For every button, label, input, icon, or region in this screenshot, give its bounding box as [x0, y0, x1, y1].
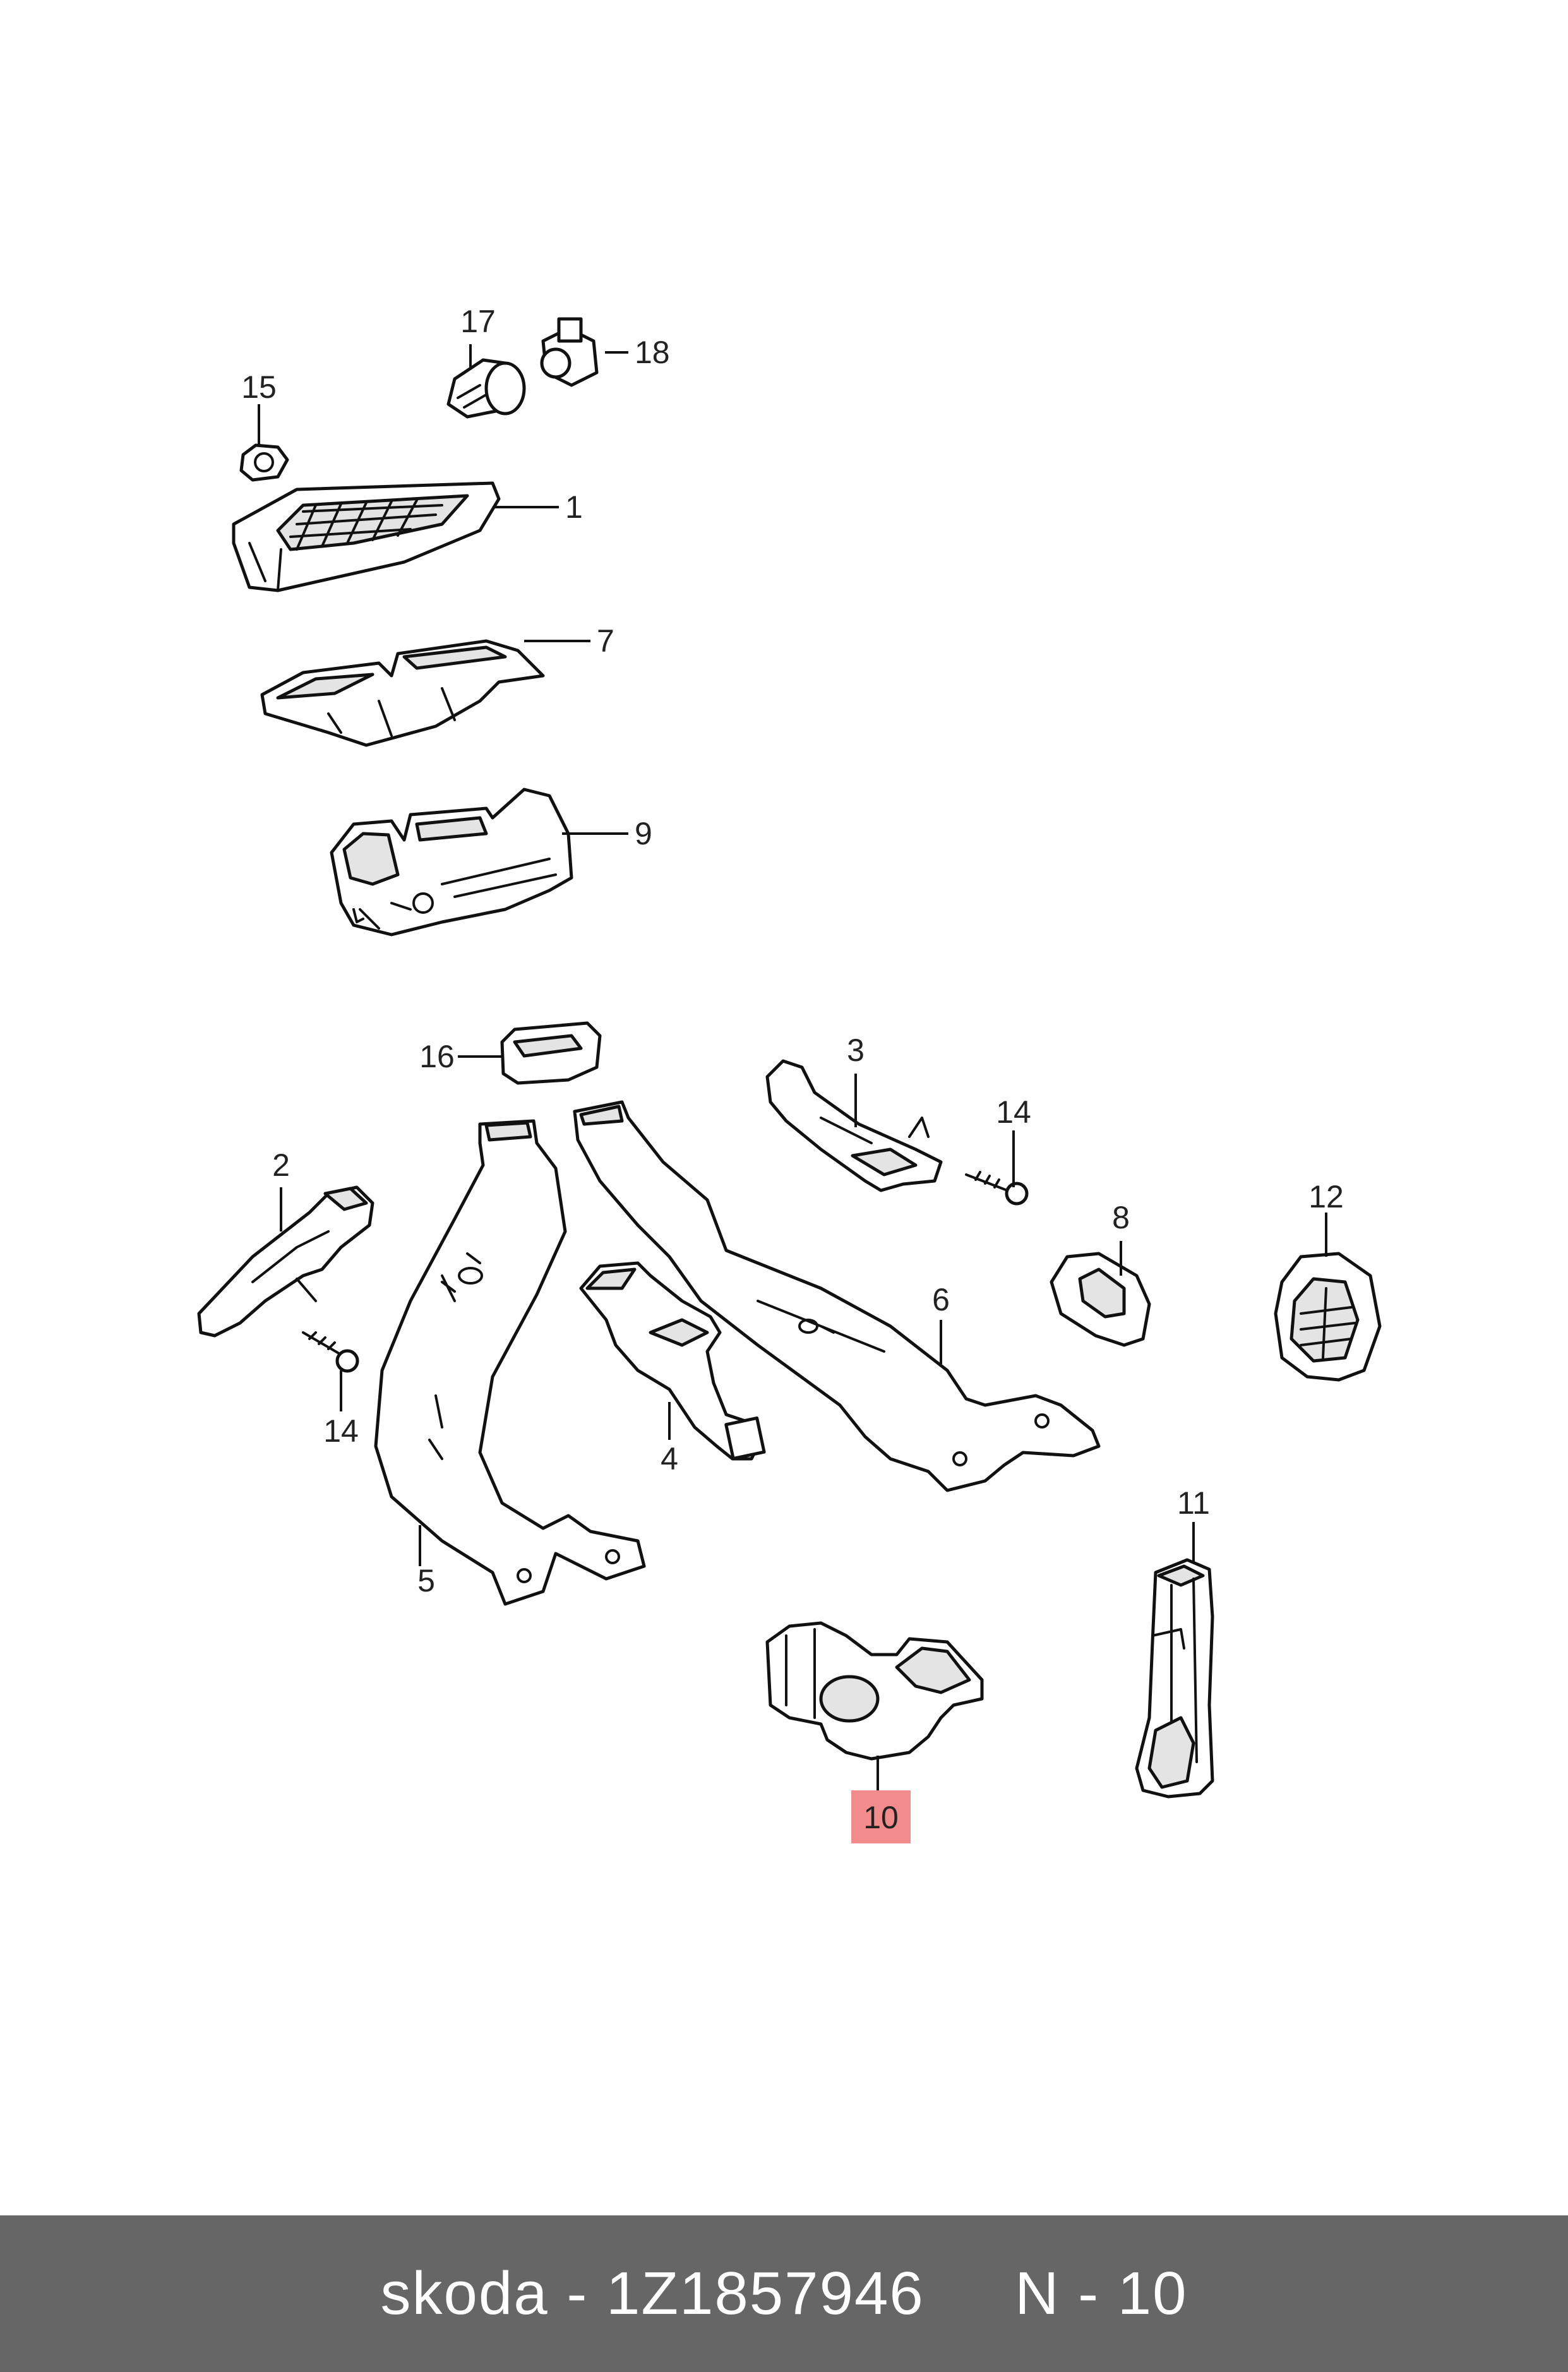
part-6-long-duct	[573, 1100, 1101, 1492]
footer-part-number: skoda - 1Z1857946 N - 10	[380, 2260, 1188, 2327]
callout-5: 5	[417, 1563, 435, 1598]
part-16-switch	[500, 1021, 602, 1085]
part-17-clip	[446, 358, 526, 419]
callout-18: 18	[635, 335, 670, 370]
callout-16: 16	[419, 1039, 455, 1074]
callout-9: 9	[635, 816, 652, 851]
part-15-nut	[239, 443, 289, 482]
callout-labels: 17 18 15 1 7 9 16 2 3 14 8 12 6 14 4 5 1…	[241, 304, 1344, 1843]
callout-6: 6	[932, 1282, 950, 1317]
part-5-long-duct	[374, 1119, 646, 1606]
footer-bar: skoda - 1Z1857946 N - 10	[0, 2215, 1568, 2372]
leader-lines	[258, 344, 1327, 1794]
part-12-vent-grille	[1274, 1252, 1382, 1382]
callout-14-left: 14	[323, 1413, 359, 1449]
part-3-duct	[765, 1059, 943, 1192]
part-14-screw-left	[302, 1331, 359, 1373]
part-2-vent-duct	[197, 1185, 374, 1338]
part-14-screw-right	[965, 1171, 1029, 1206]
callout-11: 11	[1177, 1485, 1210, 1521]
callout-10-highlight	[851, 1790, 911, 1843]
part-10-elbow-duct	[765, 1621, 984, 1761]
part-1-filter-housing	[232, 481, 501, 592]
callout-12: 12	[1308, 1179, 1344, 1214]
exploded-parts-diagram: 17 18 15 1 7 9 16 2 3 14 8 12 6 14 4 5 1…	[197, 304, 1382, 1843]
part-8-grommet	[1050, 1252, 1151, 1347]
callout-8: 8	[1112, 1200, 1130, 1235]
callout-2: 2	[272, 1147, 290, 1183]
callout-1: 1	[565, 489, 583, 525]
callout-4: 4	[661, 1441, 678, 1477]
part-4-small-duct	[579, 1261, 766, 1461]
part-18-connector	[540, 317, 599, 387]
callout-3: 3	[847, 1033, 865, 1068]
callout-15: 15	[241, 369, 277, 405]
callout-10: 10	[863, 1800, 899, 1835]
callout-14-right: 14	[996, 1094, 1031, 1130]
callout-7: 7	[597, 623, 614, 659]
part-11-vertical-duct	[1135, 1558, 1214, 1799]
part-9-distribution-housing	[330, 788, 573, 937]
part-7-duct	[260, 639, 545, 747]
callout-17: 17	[460, 304, 496, 339]
